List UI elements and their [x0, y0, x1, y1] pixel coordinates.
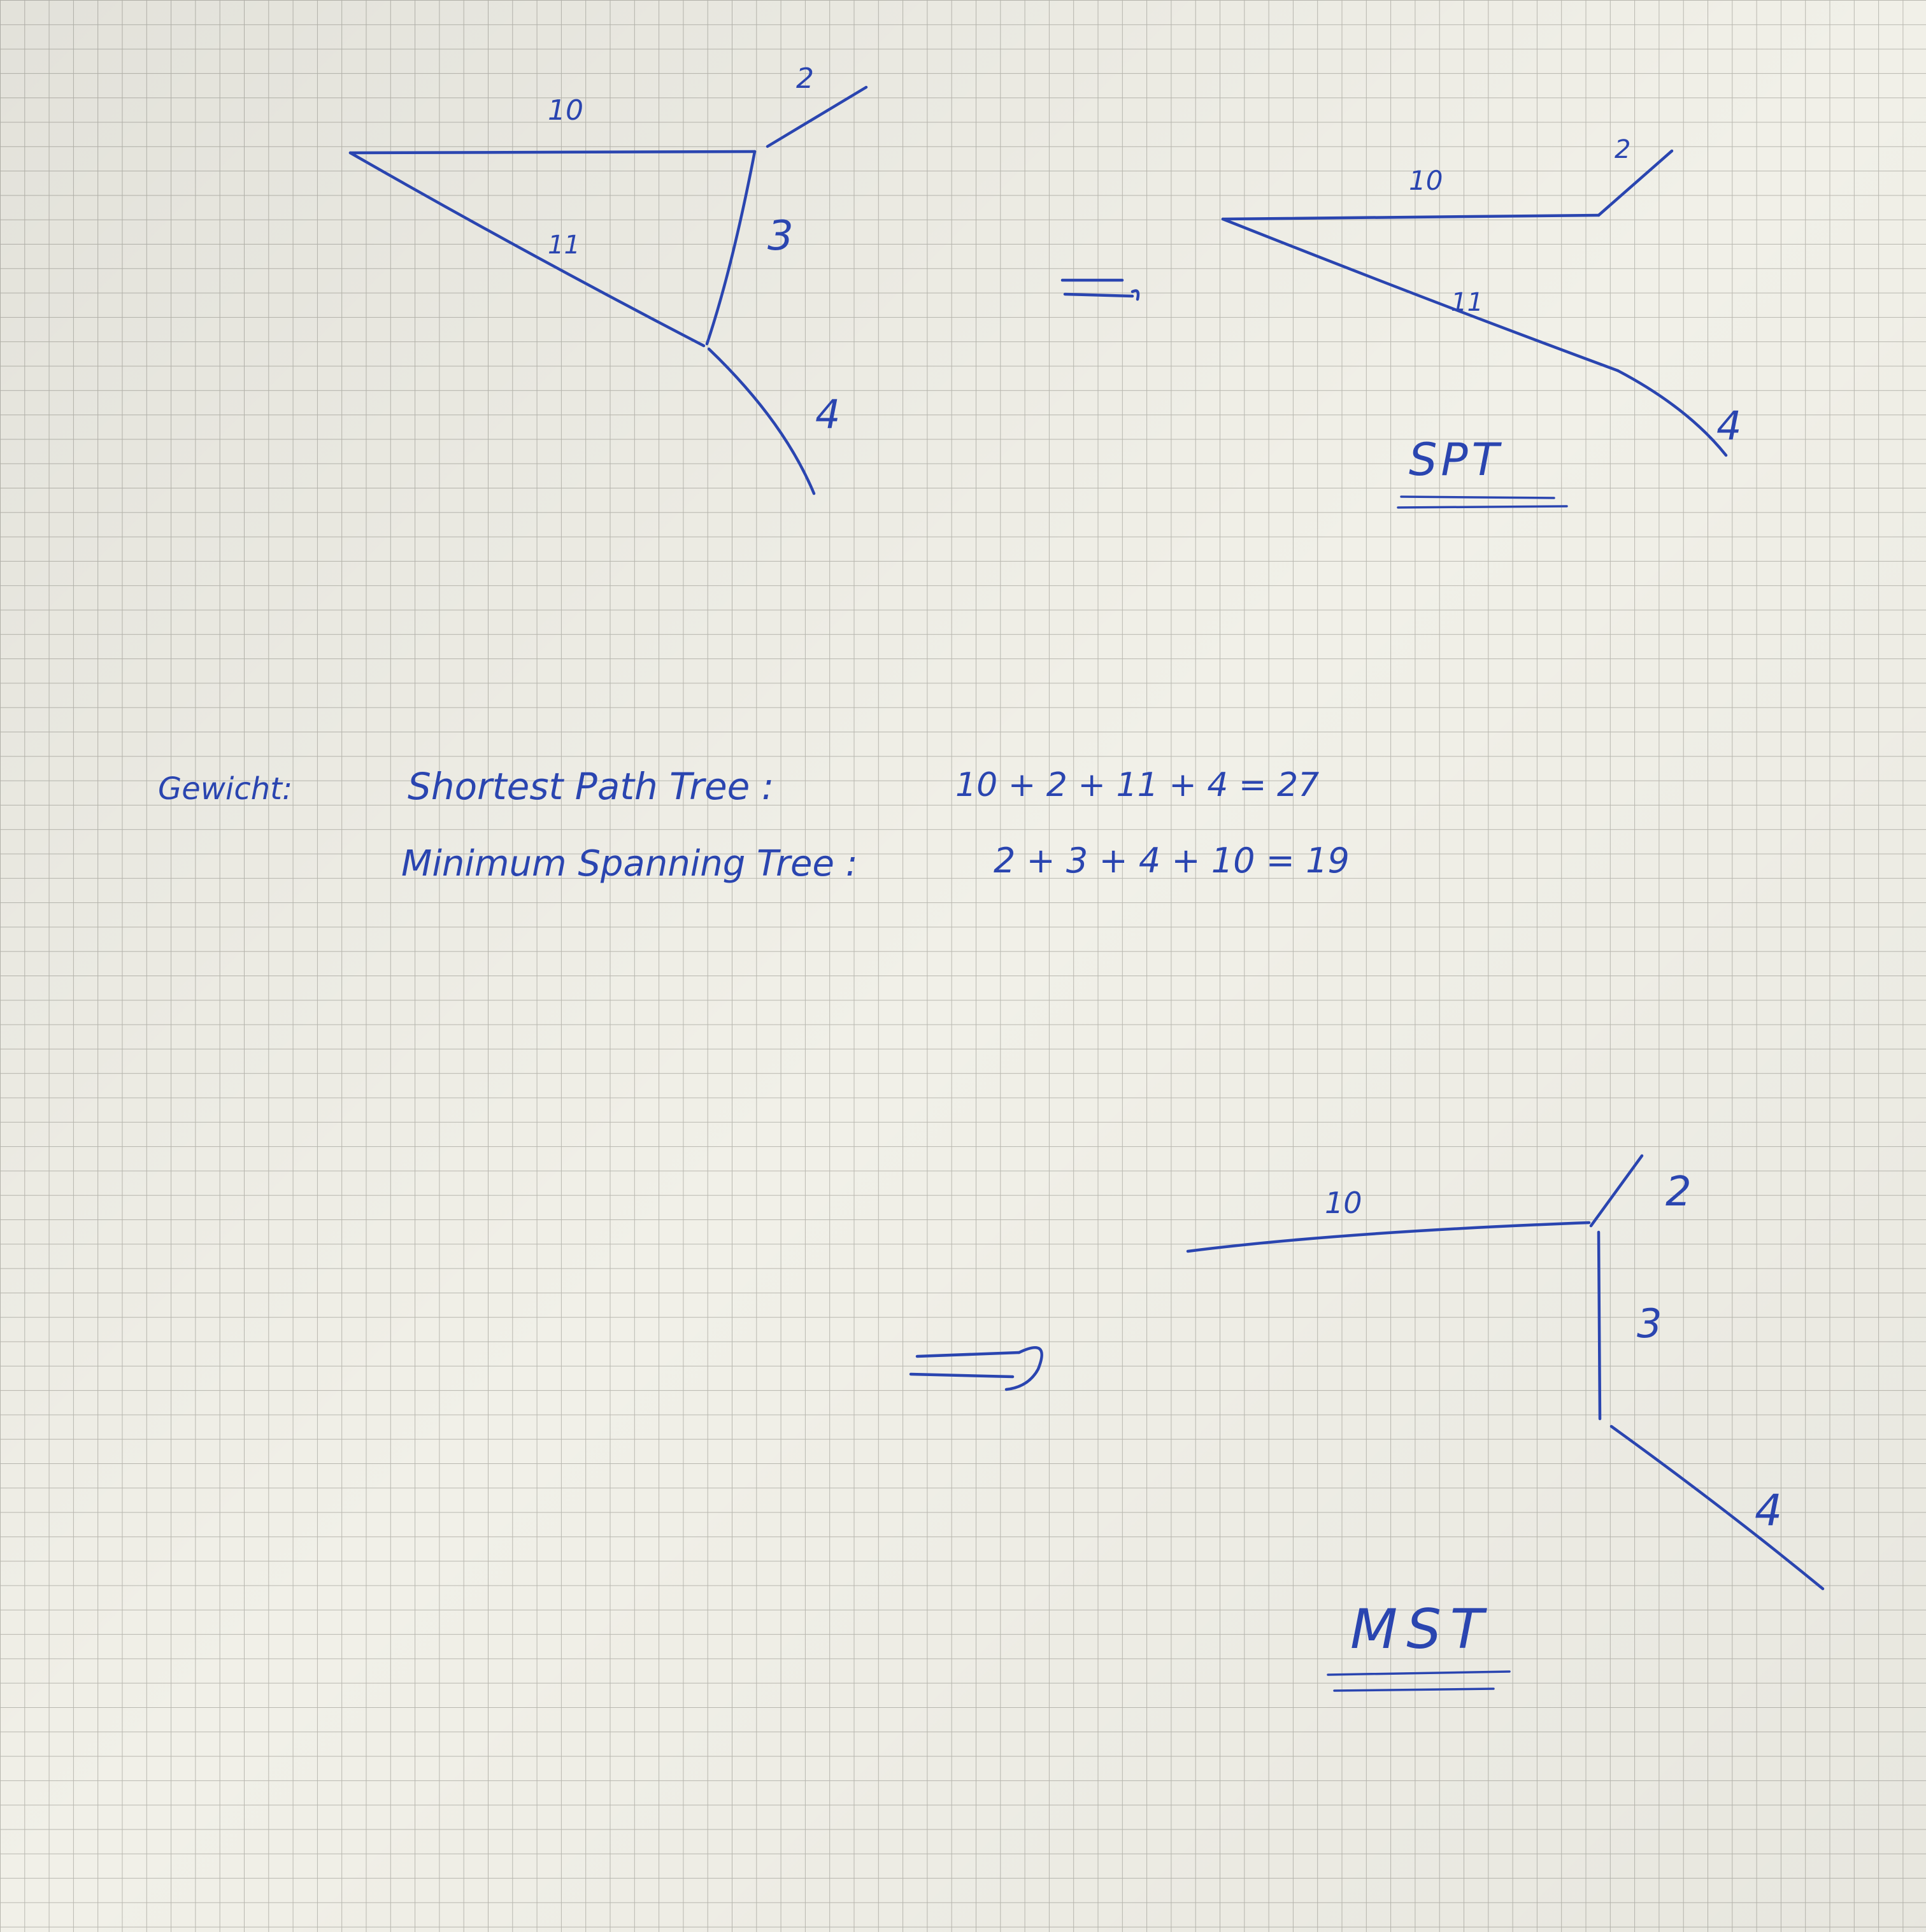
- weight-stub-bottom: 4: [815, 391, 840, 437]
- mst-label: MST: [1350, 1598, 1492, 1661]
- weight-stub-bottom: 4: [1716, 402, 1741, 449]
- edge-stub-bottom: [1616, 369, 1728, 457]
- edge-stub-bottom: [1609, 1424, 1825, 1591]
- implies-arrow-2: [909, 1346, 1043, 1391]
- implies-tip: [1131, 289, 1140, 301]
- edge-vertical: [1597, 1230, 1602, 1421]
- mst-underline-1: [1327, 1670, 1511, 1676]
- weight-stub-bottom: 4: [1755, 1486, 1782, 1536]
- weights-heading: Gewicht:: [158, 771, 292, 807]
- weight-diagonal: 11: [1451, 288, 1483, 317]
- weight-top: 10: [1325, 1186, 1362, 1220]
- spt-underline-2: [1397, 505, 1568, 509]
- implies-bar-2: [1063, 292, 1134, 298]
- spt-weight-sum: 10 + 2 + 11 + 4 = 27: [955, 766, 1319, 804]
- spt-graph: 10 11 2 4 SPT: [1221, 135, 1741, 509]
- weight-stub-top: 2: [796, 62, 814, 95]
- edge-diagonal: [348, 151, 706, 348]
- edge-vertical: [705, 150, 757, 346]
- weight-stub-top: 2: [1615, 135, 1630, 164]
- weight-vertical: 3: [1637, 1300, 1662, 1347]
- weight-stub-top: 2: [1666, 1168, 1692, 1216]
- implies-arrow-1: [1060, 278, 1140, 301]
- spt-underline-1: [1400, 495, 1555, 499]
- mst-weight-label: Minimum Spanning Tree :: [401, 843, 858, 884]
- implies-bar-1: [915, 1351, 1021, 1358]
- weight-top: 10: [548, 94, 583, 127]
- edge-stub-top: [766, 85, 868, 148]
- weight-diagonal: 11: [548, 231, 580, 260]
- spt-label: SPT: [1409, 434, 1502, 486]
- edge-stub-bottom: [707, 347, 816, 495]
- mst-underline-2: [1333, 1687, 1495, 1692]
- original-graph: 10 11 3 2 4: [348, 62, 868, 495]
- weight-top: 10: [1409, 165, 1443, 196]
- weight-vertical: 3: [767, 213, 794, 260]
- edge-top: [348, 150, 757, 155]
- edge-stub-top: [1589, 1154, 1644, 1228]
- mst-graph: 10 3 2 4 MST: [1186, 1154, 1825, 1692]
- edge-top: [1186, 1221, 1591, 1253]
- edge-diagonal: [1221, 217, 1620, 373]
- implies-bar-2: [909, 1372, 1015, 1379]
- weights-block: Gewicht: Shortest Path Tree : 10 + 2 + 1…: [158, 765, 1350, 884]
- edge-stub-top: [1597, 149, 1674, 217]
- implies-tip: [1004, 1346, 1043, 1391]
- mst-weight-sum: 2 + 3 + 4 + 10 = 19: [994, 841, 1350, 881]
- spt-weight-label: Shortest Path Tree :: [408, 765, 774, 808]
- edge-top: [1221, 213, 1601, 221]
